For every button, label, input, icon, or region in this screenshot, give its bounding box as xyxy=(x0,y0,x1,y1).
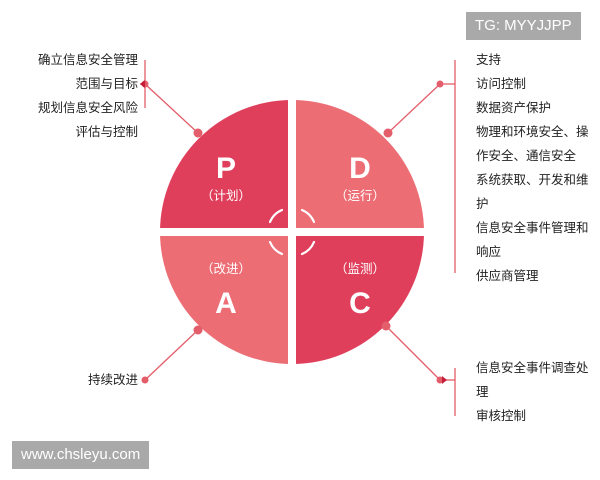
act-notes: 持续改进 xyxy=(20,368,138,392)
arrow-plan-icon xyxy=(140,80,145,88)
connector-do xyxy=(387,83,441,134)
arrow-check-icon xyxy=(442,376,447,384)
check-notes: 信息安全事件调查处 理 审核控制 xyxy=(476,356,598,428)
plan-notes: 确立信息安全管理 范围与目标 规划信息安全风险 评估与控制 xyxy=(6,48,138,144)
do-notes: 支持 访问控制 数据资产保护 物理和环境安全、操 作安全、通信安全 系统获取、开… xyxy=(476,48,598,288)
plan-note-1: 确立信息安全管理 xyxy=(37,52,138,67)
do-note-4: 物理和环境安全、操 xyxy=(476,124,589,139)
plan-subtitle: （计划） xyxy=(201,188,251,203)
do-note-6: 系统获取、开发和维 xyxy=(476,172,589,187)
do-note-3: 数据资产保护 xyxy=(476,100,552,115)
act-letter: A xyxy=(215,287,237,320)
plan-note-4: 评估与控制 xyxy=(75,124,138,139)
do-note-8: 信息安全事件管理和 xyxy=(476,220,589,235)
plan-note-2: 范围与目标 xyxy=(75,76,138,91)
do-note-9: 响应 xyxy=(476,244,502,259)
check-note-1: 信息安全事件调查处 xyxy=(476,360,589,375)
do-note-1: 支持 xyxy=(476,52,502,67)
connector-check xyxy=(385,325,441,381)
act-subtitle: （改进） xyxy=(201,261,251,276)
connector-plan xyxy=(144,83,199,134)
check-note-3: 审核控制 xyxy=(476,408,527,423)
plan-note-3: 规划信息安全风险 xyxy=(37,100,138,115)
do-note-5: 作安全、通信安全 xyxy=(476,148,577,163)
plan-letter: P xyxy=(216,152,236,185)
do-note-10: 供应商管理 xyxy=(476,268,539,283)
do-letter: D xyxy=(349,152,371,185)
check-subtitle: （监测） xyxy=(335,261,385,276)
watermark-top: TG: MYYJJPP xyxy=(466,12,581,40)
arrowheads xyxy=(140,80,447,384)
connectors xyxy=(140,60,456,416)
check-note-2: 理 xyxy=(476,384,489,399)
watermark-bottom: www.chsleyu.com xyxy=(12,441,150,469)
check-letter: C xyxy=(349,287,371,320)
do-subtitle: （运行） xyxy=(335,188,385,203)
connector-act xyxy=(144,329,199,381)
do-note-7: 护 xyxy=(476,196,489,211)
do-note-2: 访问控制 xyxy=(476,76,527,91)
act-note-1: 持续改进 xyxy=(87,372,138,387)
cycle-arrows xyxy=(268,208,316,256)
